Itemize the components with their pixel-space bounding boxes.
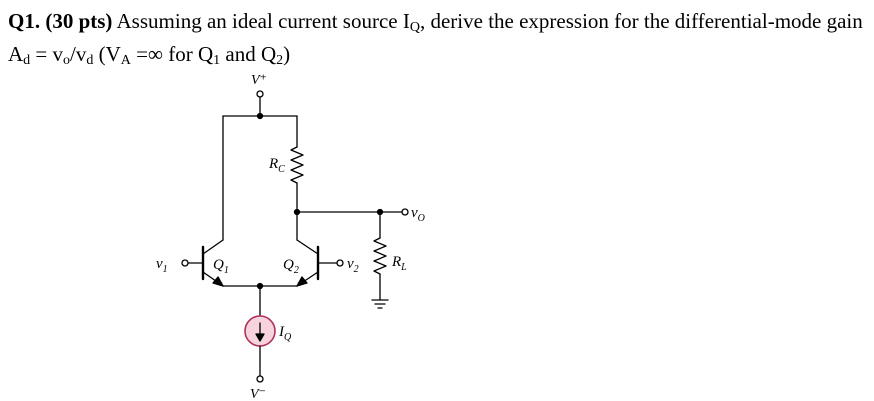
question-text-3: = v [30,42,64,66]
vo-terminal [401,208,409,216]
vplus-label: V⁺ [251,73,267,88]
iq-label: IQ [278,324,292,343]
question-text-4: /v [70,42,87,66]
q2-collector [296,239,319,255]
rc-resistor [290,146,304,184]
ad-subscript: d [23,53,31,68]
question-text-7: and Q [220,42,277,66]
vo-label: vO [411,205,425,224]
vo-subscript: o [63,53,71,68]
top-node [256,112,264,120]
rc-label: RC [268,156,285,175]
question-text-2: , derive the expression for the differen… [8,9,863,66]
rl-label: RL [391,254,407,273]
rl-resistor [373,237,387,275]
question-text-6: =∞ for Q [130,42,214,66]
q1-emitter-arrow [212,276,224,287]
q1-label: Q1 [213,257,229,276]
v1-label: v1 [156,256,168,275]
vminus-terminal [256,375,264,383]
question-text: Q1. (30 pts) Assuming an ideal current s… [8,8,868,74]
q1-collector [202,239,224,255]
q2-subscript: 2 [276,53,284,68]
va-subscript: A [120,53,131,68]
question-text-8: ) [283,42,291,66]
v1-terminal [181,259,189,267]
vminus-label: V⁻ [250,387,266,401]
question-text-1: Assuming an ideal current source I [112,9,410,33]
vd-subscript: d [86,53,94,68]
current-arrow-head [255,333,265,342]
question-number: Q1. (30 pts) [8,9,113,33]
q2-label: Q2 [283,257,299,276]
q1-subscript: 1 [213,53,221,68]
v2-label: v2 [347,256,359,275]
vplus-terminal [256,90,264,98]
question-text-5: (V [93,42,121,66]
q2-emitter-arrow [296,276,308,287]
iq-subscript: Q [409,20,420,35]
v2-terminal [336,259,344,267]
